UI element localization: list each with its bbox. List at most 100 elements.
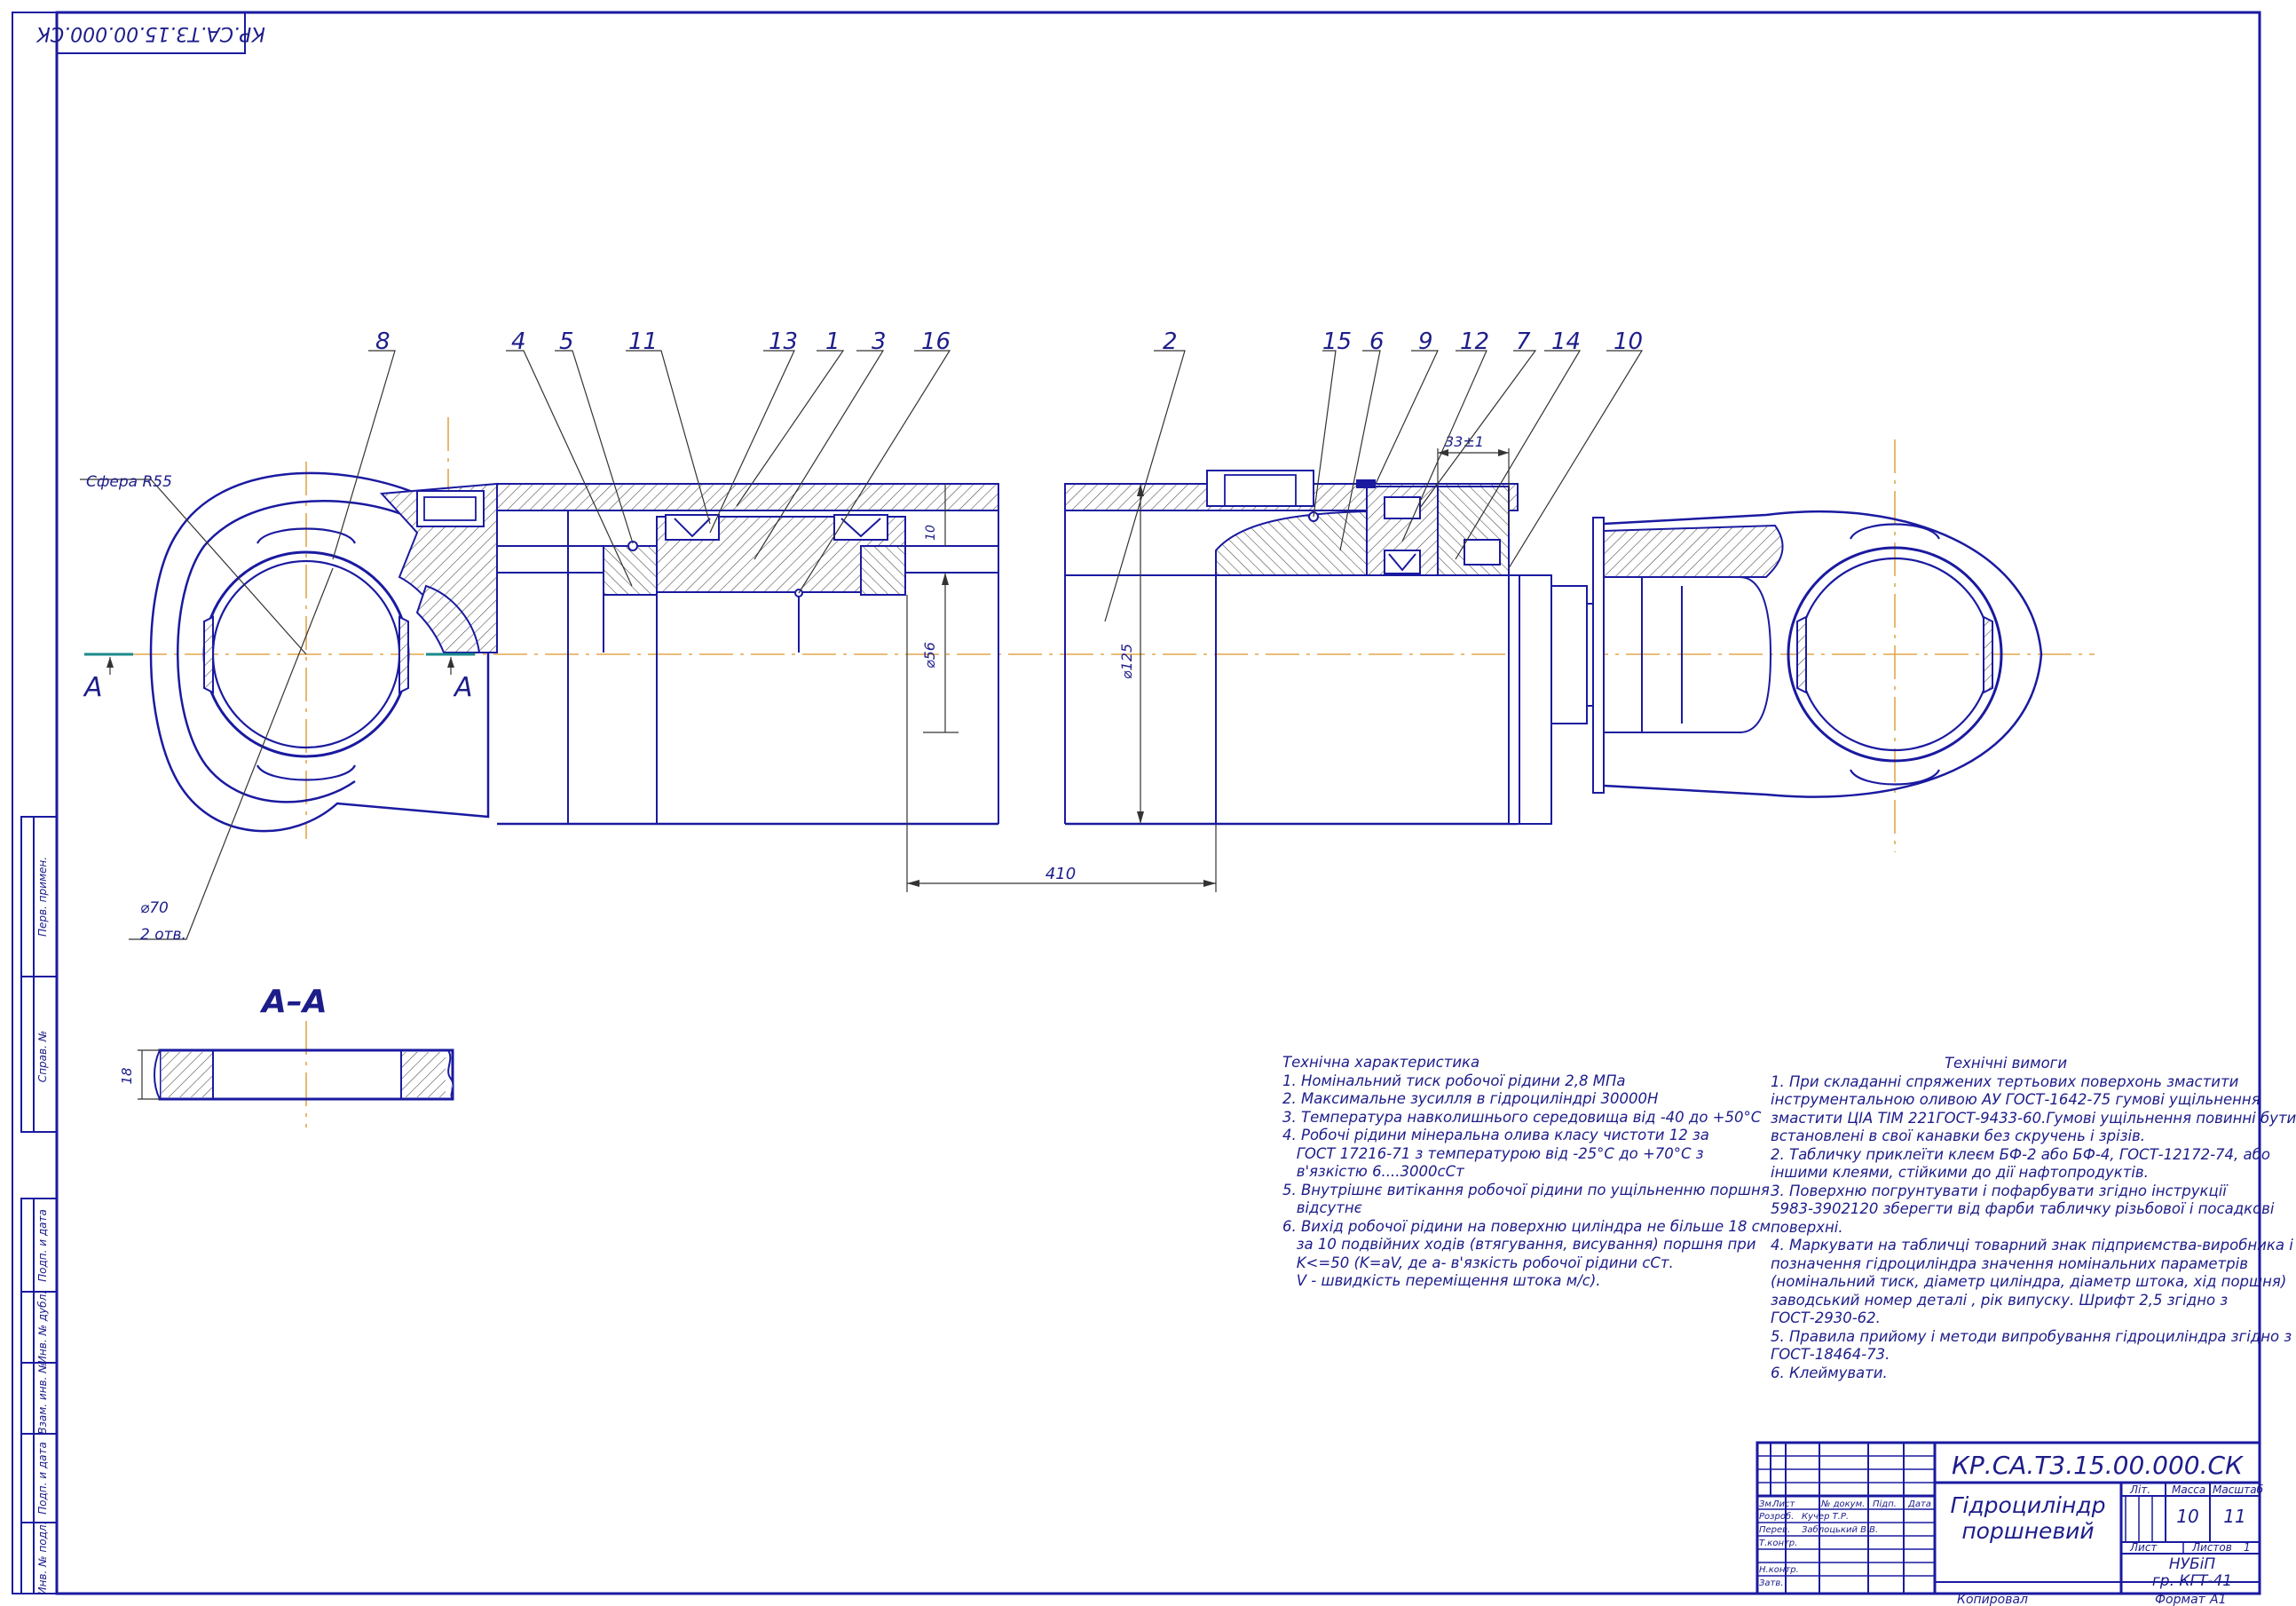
tb-scale: 11: [2223, 1506, 2245, 1527]
tb-head-doc: № докум.: [1820, 1499, 1865, 1509]
callout-11: 11: [628, 328, 658, 355]
tech-characteristics: Технічна характеристика 1. Номінальний т…: [1282, 1054, 1771, 1291]
tech-char-line: 6. Вихід робочої рідини на поверхню цилі…: [1282, 1217, 1771, 1235]
section-a-a: А–А 18: [119, 984, 454, 1127]
tb-head-izm: Зм.: [1759, 1499, 1774, 1509]
tech-req-line: ГОСТ-2930-62.: [1771, 1309, 1881, 1326]
tb-sheets: 1: [2244, 1541, 2251, 1554]
tech-req-title: Технічні вимоги: [1944, 1055, 2068, 1072]
callout-4: 4: [511, 328, 526, 355]
tech-char-line: 4. Робочі рідини мінеральна олива класу …: [1282, 1127, 1709, 1143]
hole-count-label: 2 отв.: [140, 926, 186, 944]
dim-10: 10: [924, 525, 938, 541]
callout-15: 15: [1322, 328, 1352, 355]
tb-role-ncontr: Н.контр.: [1759, 1565, 1799, 1575]
side-label: Справ. №: [36, 1031, 49, 1082]
dim-offset: 33±1: [1445, 433, 1484, 450]
tb-format: А1: [2209, 1593, 2226, 1606]
tb-sheets-label: Листов: [2191, 1541, 2232, 1554]
tb-sheet-label: Лист: [2129, 1541, 2158, 1554]
tech-char-line: 1. Номінальний тиск робочої рідини 2,8 М…: [1282, 1072, 1626, 1089]
tb-scale-label: Масштаб: [2213, 1483, 2264, 1496]
barrel-left: [496, 483, 999, 826]
side-label: Подп. и дата: [36, 1442, 49, 1515]
callout-5: 5: [559, 328, 574, 355]
callout-1: 1: [825, 328, 840, 355]
side-label: Взам. инв. №: [36, 1362, 49, 1434]
inner-frame: [55, 11, 2261, 1595]
callout-leaders: [332, 350, 1644, 622]
right-eye: [1592, 510, 2043, 798]
tech-char-line: 5. Внутрішнє витікання робочої рідини по…: [1282, 1181, 1770, 1199]
title-block: [1756, 1441, 2261, 1595]
callout-2: 2: [1163, 328, 1178, 355]
section-mark-left: А: [83, 672, 103, 703]
tb-check-name: Заблоцький В.В.: [1802, 1524, 1878, 1535]
dim-length: 410: [1045, 865, 1076, 883]
side-label: Инв. № подл.: [36, 1522, 49, 1595]
tech-req-line: змастити ЦІА ТІМ 221ГОСТ-9433-60.Гумові …: [1771, 1109, 2296, 1127]
dim-18: 18: [119, 1067, 135, 1084]
callout-16: 16: [921, 328, 951, 355]
tech-req-line: заводський номер деталі , рік випуску. Ш…: [1771, 1291, 2229, 1309]
tech-req-line: ГОСТ-18464-73.: [1771, 1346, 1890, 1363]
dim-d125: ⌀125: [1118, 644, 1135, 679]
callout-12: 12: [1460, 328, 1489, 355]
tech-req-line: 6. Клеймувати.: [1771, 1364, 1888, 1381]
tb-role-dev: Розроб.: [1759, 1511, 1794, 1522]
side-label: Перв. примен.: [36, 857, 49, 937]
side-strip: [20, 816, 58, 1594]
tb-dev-name: Кучер Т.Р.: [1802, 1512, 1849, 1522]
callout-6: 6: [1369, 328, 1385, 355]
tech-char-line: K<=50 (K=aV, де a- в'язкість робочої рід…: [1282, 1254, 1674, 1271]
corner-stamp: КР.СА.Т3.15.00.000.СК: [36, 12, 265, 54]
dim-d56: ⌀56: [921, 642, 938, 669]
sphere-label: Сфера R55: [86, 473, 172, 491]
tech-req-line: інструментальною оливою АУ ГОСТ-1642-75 …: [1771, 1091, 2260, 1108]
tech-req-line: 3. Поверхню погрунтувати і пофарбувати з…: [1771, 1182, 2227, 1199]
tb-head-list: Лист: [1771, 1499, 1796, 1509]
tech-req-line: (номінальний тиск, діаметр циліндра, діа…: [1771, 1273, 2287, 1290]
tb-head-sign: Підп.: [1873, 1499, 1897, 1509]
left-eye: [149, 471, 498, 833]
corner-stamp-text: КР.СА.Т3.15.00.000.СК: [36, 22, 265, 44]
tb-org-1: НУБіП: [2169, 1555, 2216, 1573]
tech-req-line: встановлені в свої канавки без скручень …: [1771, 1127, 2146, 1144]
callout-9: 9: [1418, 328, 1433, 355]
tech-char-line: в'язкістю 6....3000сСт: [1282, 1163, 1464, 1180]
tech-requirements: Технічні вимоги 1. При складанні спряжен…: [1771, 1055, 2296, 1382]
tech-req-line: 1. При складанні спряжених тертьових пов…: [1771, 1072, 2239, 1090]
tb-copied: Копировал: [1957, 1593, 2028, 1606]
tb-role-tcontr: Т.контр.: [1759, 1539, 1797, 1548]
tb-role-appr: Затв.: [1759, 1578, 1783, 1588]
section-mark-right: А: [453, 672, 473, 703]
tech-req-line: 2. Табличку приклеїти клеєм БФ-2 або БФ-…: [1771, 1145, 2270, 1163]
tb-name-2: поршневий: [1961, 1518, 2094, 1544]
tech-char-line: за 10 подвійних ходів (втягування, висув…: [1282, 1236, 1756, 1253]
tech-char-line: ГОСТ 17216-71 з температурою від -25°С д…: [1282, 1144, 1704, 1162]
side-label: Инв. № дубл.: [36, 1291, 49, 1364]
tech-char-line: V - швидкість переміщення штока м/с).: [1282, 1272, 1601, 1289]
tb-name-1: Гідроциліндр: [1950, 1492, 2105, 1518]
section-title: А–А: [259, 984, 327, 1020]
tech-char-title: Технічна характеристика: [1282, 1054, 1480, 1071]
tb-mass: 10: [2176, 1506, 2198, 1527]
tech-req-line: 5983-3902120 зберегти від фарби табличку…: [1771, 1200, 2275, 1217]
tech-req-line: поверхні.: [1771, 1218, 1843, 1236]
tb-org-2: гр. КГТ-41: [2152, 1572, 2232, 1590]
callout-3: 3: [872, 328, 887, 355]
tech-req-line: 4. Маркувати на табличці товарний знак п…: [1771, 1237, 2293, 1254]
barrel-right: [1064, 470, 1601, 826]
tb-role-check: Перев.: [1759, 1525, 1790, 1535]
tb-code: КР.СА.Т3.15.00.000.СК: [1952, 1451, 2244, 1480]
tb-lit-label: Літ.: [2129, 1483, 2150, 1496]
tech-char-line: 2. Максимальне зусилля в гідроциліндрі 3…: [1282, 1090, 1659, 1107]
callout-13: 13: [769, 328, 798, 355]
tech-req-line: позначення гідроциліндра значення номіна…: [1771, 1254, 2248, 1272]
tech-char-line: 3. Температура навколишнього середовища …: [1282, 1108, 1762, 1126]
tb-head-date: Дата: [1907, 1499, 1931, 1509]
callout-7: 7: [1516, 328, 1531, 355]
hole-dia-label: ⌀70: [140, 899, 169, 917]
tech-char-line: відсутнє: [1282, 1199, 1362, 1216]
tech-req-line: 5. Правила прийому і методи випробування…: [1771, 1327, 2292, 1345]
